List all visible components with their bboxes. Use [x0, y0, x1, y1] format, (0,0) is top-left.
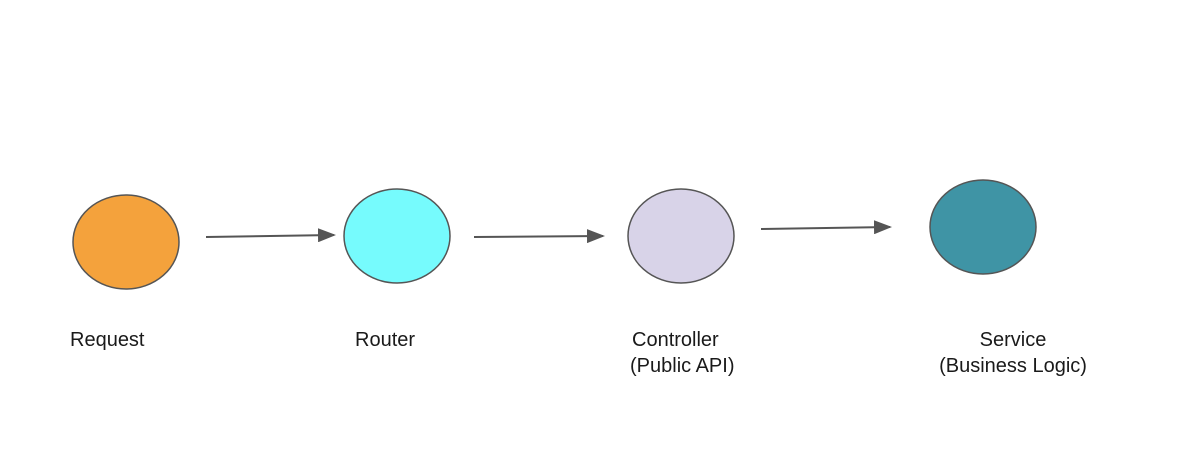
node-request [72, 194, 180, 290]
label-service: Service (Business Logic) [927, 327, 1099, 379]
node-controller [627, 188, 735, 284]
label-router: Router [355, 327, 415, 353]
label-request-line-1: Request [70, 329, 145, 351]
label-router-line-1: Router [355, 329, 416, 351]
label-service-line-2: (Business Logic) [939, 355, 1087, 377]
label-controller: Controller (Public API) [630, 327, 734, 379]
arrow-controller-to-service [760, 220, 892, 235]
node-service [929, 179, 1037, 275]
label-controller-line-2: (Public API) [630, 355, 735, 377]
arrow-request-to-router [205, 228, 336, 243]
label-controller-line-1: Controller [632, 329, 719, 351]
node-router [343, 188, 451, 284]
arrow-router-to-controller [473, 229, 605, 244]
label-request: Request [70, 327, 145, 353]
label-service-line-1: Service [979, 329, 1047, 351]
